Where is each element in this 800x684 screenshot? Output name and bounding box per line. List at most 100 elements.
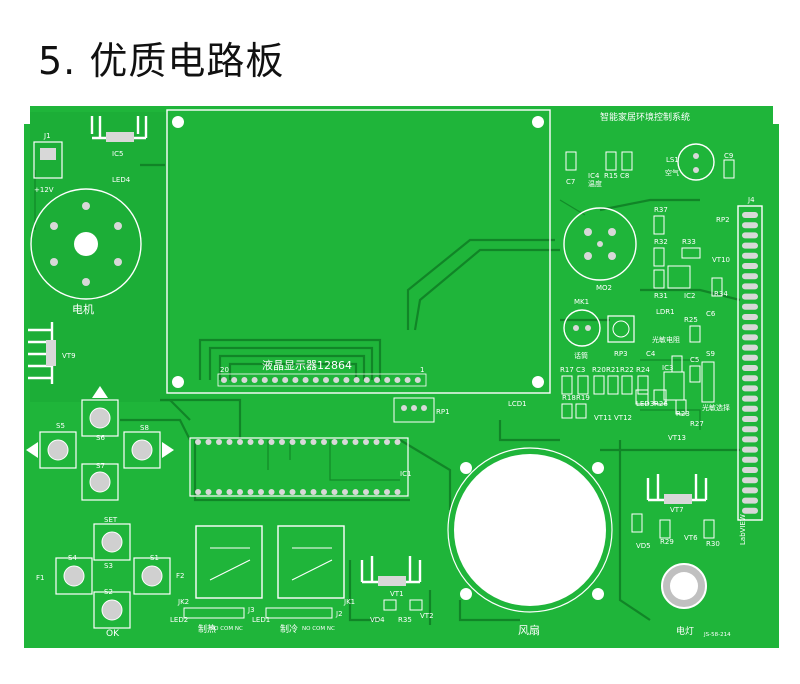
pad: [742, 222, 758, 229]
ref-r25: R25: [684, 316, 698, 324]
smd-pad-outline: [703, 519, 715, 539]
pad: [226, 439, 233, 445]
pad: [374, 377, 380, 383]
ref-s6: S6: [96, 434, 105, 442]
ref-vd4: VD4: [370, 616, 385, 624]
ref-rp1: RP1: [436, 408, 450, 416]
smd-pad-outline: [575, 403, 587, 419]
ref-led2: LED2: [170, 616, 188, 624]
ref-jk1: JK1: [343, 598, 355, 606]
pad: [321, 489, 327, 495]
ref-c5: C5: [690, 356, 699, 364]
ref-lcd1: LCD1: [508, 400, 527, 408]
pad: [742, 467, 758, 473]
ref-pin20: 20: [220, 366, 229, 374]
ref-vt7: VT7: [670, 506, 684, 514]
pad: [404, 377, 411, 383]
fan-outline: [447, 447, 613, 613]
arrow-marks: [26, 386, 174, 458]
lcd-label: 液晶显示器12864: [262, 358, 352, 372]
pad: [742, 334, 758, 341]
ref-rp3: RP3: [614, 350, 628, 358]
ref-s3: S3: [104, 562, 113, 570]
pad: [742, 477, 758, 484]
smd-pad-outline: [607, 375, 619, 395]
pad: [352, 439, 359, 445]
ref-led4: LED4: [112, 176, 131, 184]
smd-pad-outline: [561, 375, 573, 395]
pad: [300, 439, 306, 445]
pad: [331, 489, 338, 495]
pad: [310, 489, 317, 495]
vt1-heatsink: [360, 556, 422, 584]
smd-pad-outline: [689, 365, 701, 383]
ls1-outline: [677, 143, 715, 181]
ref-r20: R20: [592, 366, 606, 374]
traces: [120, 163, 741, 625]
ref-r35: R35: [398, 616, 412, 624]
pad: [363, 489, 369, 495]
page-title: 5. 优质电路板: [38, 39, 285, 83]
ref-vt10: VT10: [712, 256, 730, 264]
ref-c9: C9: [724, 152, 733, 160]
pad: [312, 377, 319, 383]
ref-mk1: MK1: [574, 298, 589, 306]
smd-pad-outline: [653, 215, 665, 235]
ref-r30: R30: [706, 540, 720, 548]
pad: [742, 212, 758, 218]
pad: [742, 395, 758, 402]
smd-pad-outline: [621, 375, 633, 395]
pad: [742, 324, 758, 331]
pad: [343, 377, 350, 383]
ref-vt1: VT1: [390, 590, 404, 598]
pad: [268, 439, 275, 445]
pad: [742, 273, 758, 280]
smd-pad-outline: [621, 151, 633, 171]
pad: [289, 489, 296, 495]
ref-ldr1: LDR1: [656, 308, 675, 316]
pad: [394, 377, 401, 383]
pad: [742, 293, 758, 300]
smd-pad-outline: [711, 277, 723, 297]
nav-buttons: [39, 399, 171, 629]
ref-ic3: IC3: [662, 364, 673, 372]
pad: [302, 377, 309, 383]
ref-led3: LED3: [636, 400, 654, 408]
relay-jk1: [277, 525, 345, 599]
ref-pin1: 1: [420, 366, 424, 374]
pad: [394, 439, 401, 445]
vt7-heatsink: [646, 474, 708, 502]
ref-s8: S8: [140, 424, 149, 432]
smd-pad-outline: [681, 247, 701, 259]
pad: [742, 405, 758, 412]
pad: [237, 489, 243, 495]
pad: [742, 375, 758, 382]
pad: [414, 377, 421, 383]
ref-f1: F1: [36, 574, 44, 582]
smd-pad-outline: [383, 599, 397, 611]
ref-c6: C6: [706, 310, 716, 318]
pad: [363, 377, 370, 383]
pad: [742, 344, 758, 351]
pad: [226, 489, 233, 495]
ref-led1: LED1: [252, 616, 270, 624]
pad: [289, 439, 296, 445]
pad: [373, 439, 380, 445]
pad: [251, 377, 258, 383]
ref-c8: C8: [620, 172, 629, 180]
pad: [742, 314, 758, 320]
pad: [237, 439, 243, 445]
pad: [282, 377, 289, 383]
heat-label: 制热: [198, 623, 216, 635]
pad: [342, 489, 348, 495]
pad: [742, 497, 758, 504]
ic1-pads-bottom: [195, 489, 401, 495]
ref-r24: R24: [636, 366, 650, 374]
pad: [363, 439, 369, 445]
pad: [195, 489, 201, 495]
mk1-outline: [563, 309, 601, 347]
mount-hole: [172, 116, 184, 128]
j1-footprint: [33, 141, 63, 179]
ref-s2: S2: [104, 588, 113, 596]
